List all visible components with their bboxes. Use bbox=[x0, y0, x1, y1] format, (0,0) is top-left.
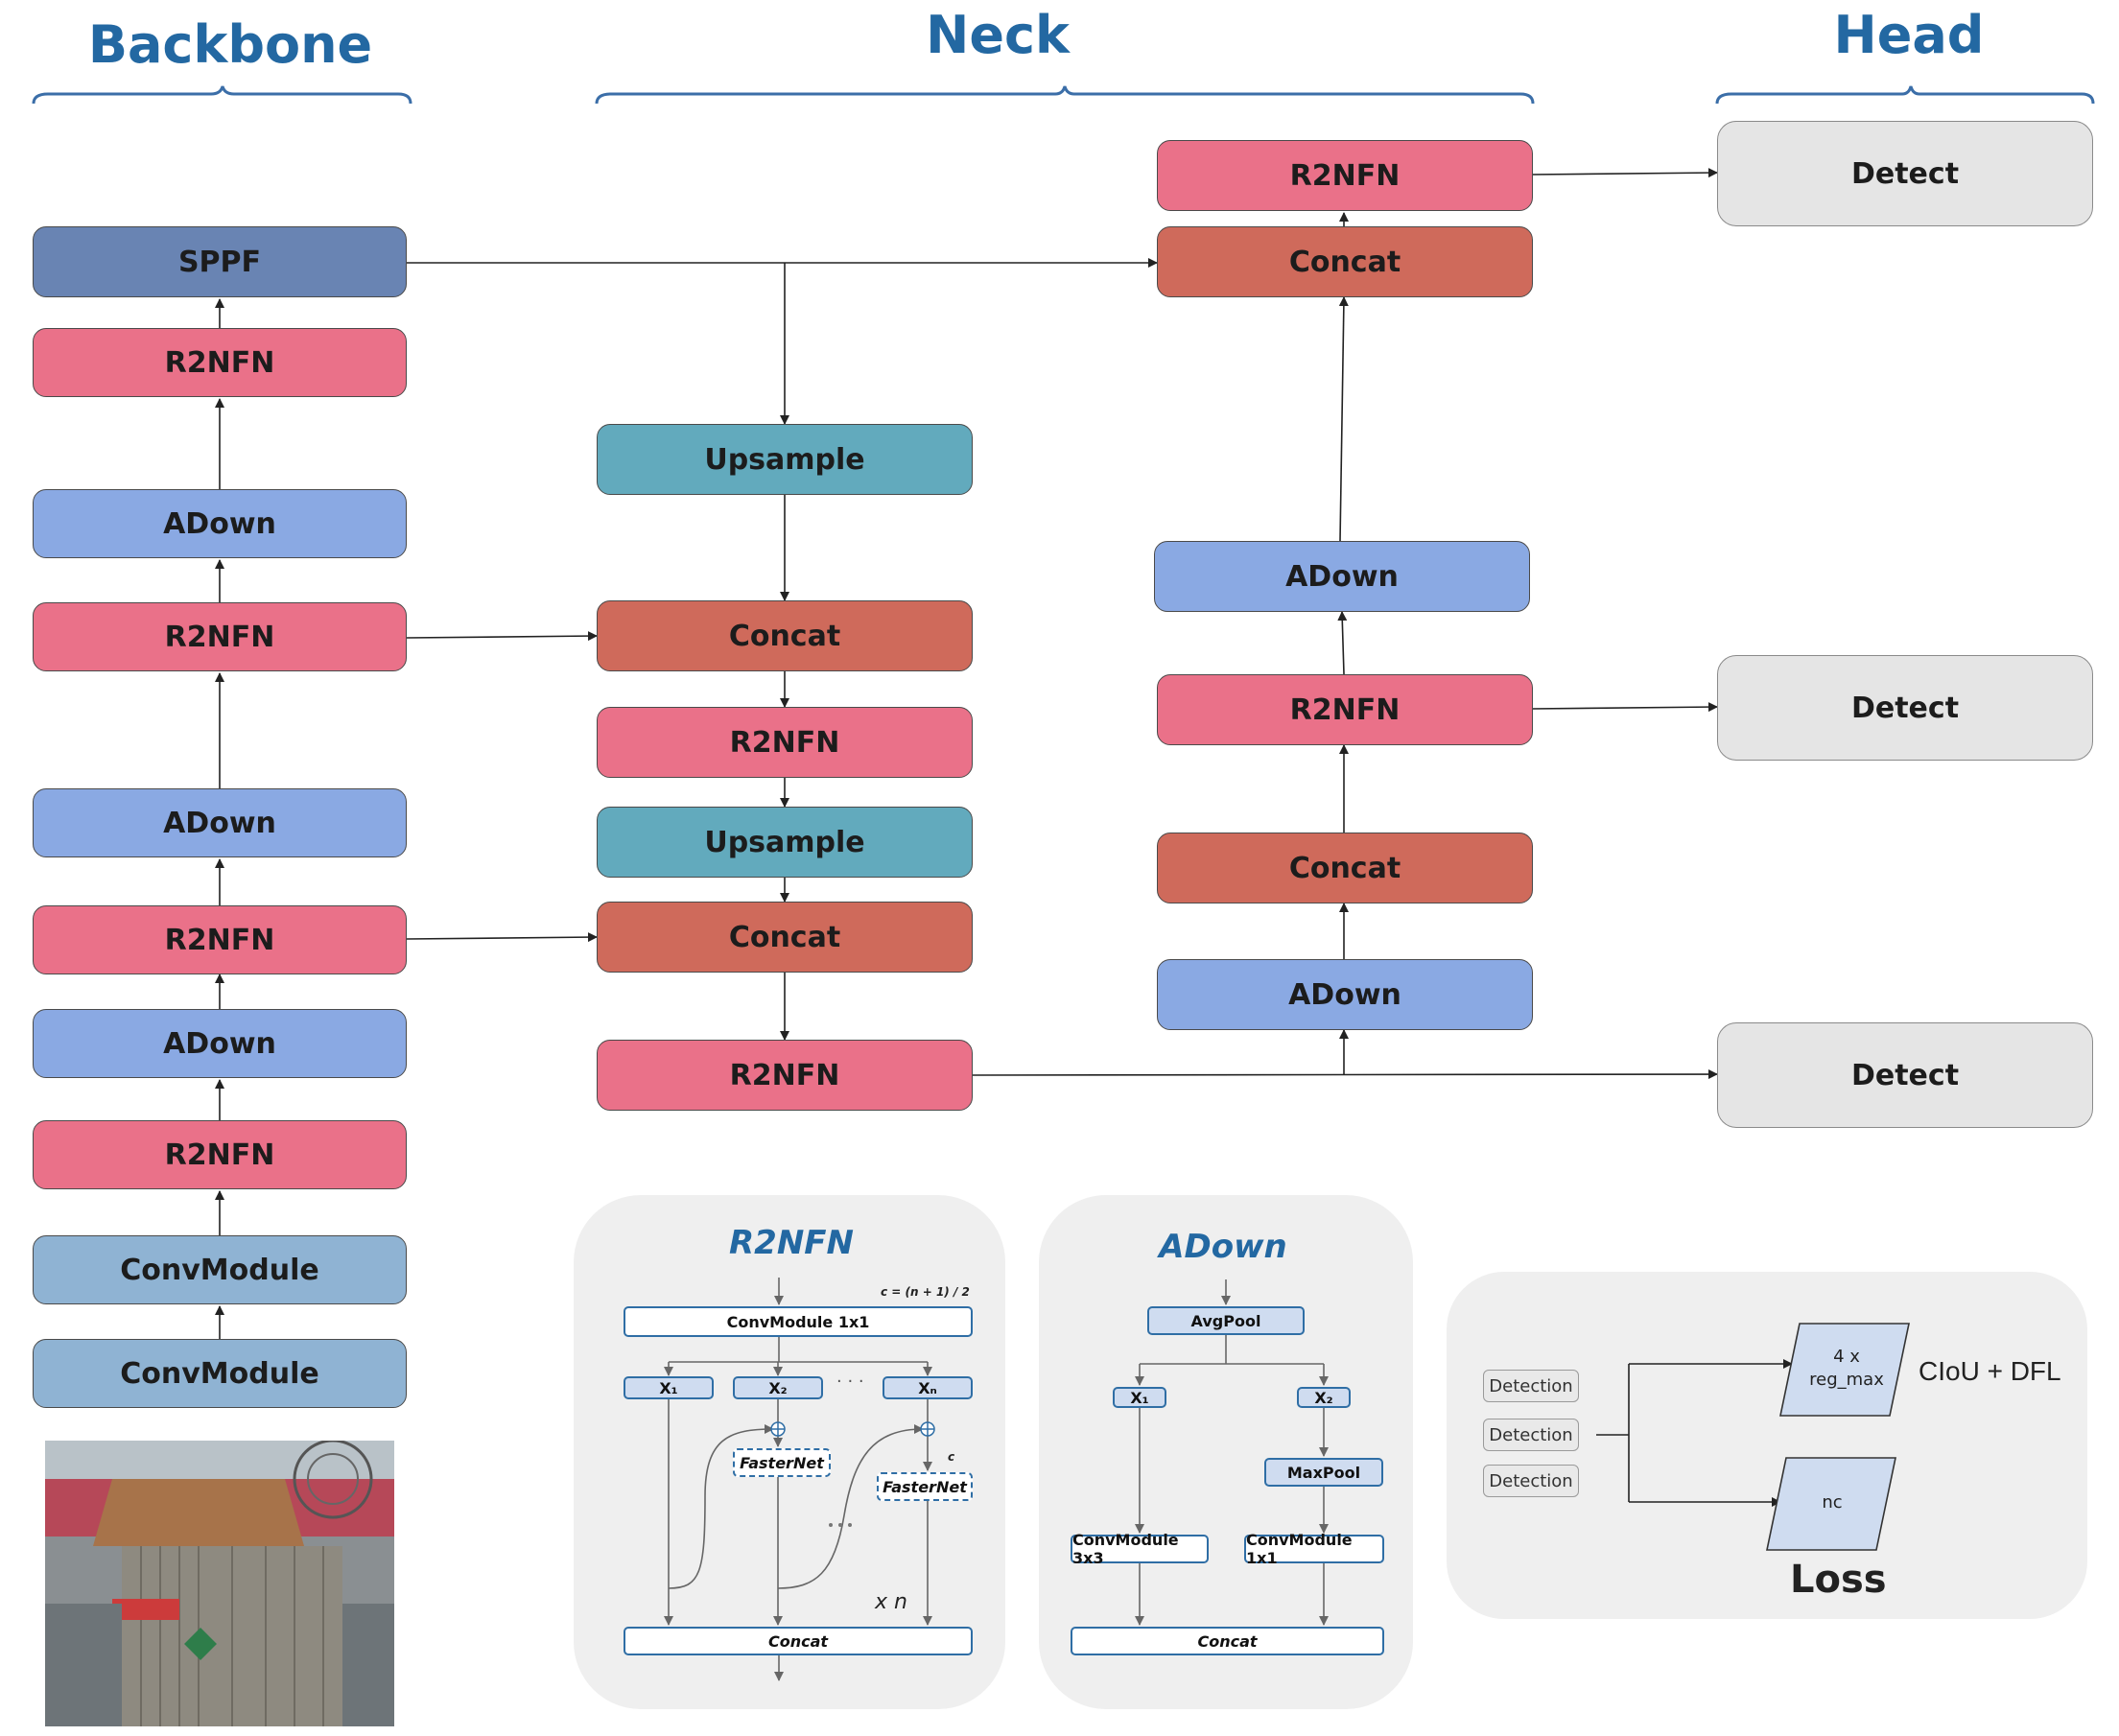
loss-detection-1: Detection bbox=[1483, 1370, 1579, 1402]
loss-detection-2: Detection bbox=[1483, 1419, 1579, 1451]
neck-r2nfn-2: R2NFN bbox=[597, 1040, 973, 1111]
backbone-r2nfn-1: R2NFN bbox=[33, 1120, 407, 1189]
loss-box-reg-line2: reg_max bbox=[1809, 1370, 1884, 1390]
neck-adown-top: ADown bbox=[1154, 541, 1530, 612]
r2nfn-panel-title: R2NFN bbox=[729, 1224, 854, 1262]
loss-box-reg-line1: 4 x bbox=[1833, 1347, 1860, 1367]
r2nfn-xn-label: x n bbox=[875, 1590, 907, 1614]
neck-r2nfn-mid: R2NFN bbox=[1157, 674, 1533, 745]
neck-concat-top: Concat bbox=[1157, 226, 1533, 297]
adown-convmodule-3x3: ConvModule 3x3 bbox=[1071, 1531, 1209, 1567]
section-braces bbox=[32, 85, 2095, 105]
input-image bbox=[45, 1441, 394, 1726]
backbone-title: Backbone bbox=[87, 14, 373, 75]
adown-convmodule-1x1: ConvModule 1x1 bbox=[1244, 1531, 1384, 1567]
neck-title: Neck bbox=[926, 5, 1070, 65]
adown-panel-title: ADown bbox=[1159, 1228, 1287, 1266]
adown-concat: Concat bbox=[1071, 1627, 1384, 1655]
r2nfn-xn: Xₙ bbox=[883, 1376, 973, 1399]
adown-x2: X₂ bbox=[1297, 1387, 1351, 1408]
head-detect-1: Detect bbox=[1717, 121, 2093, 226]
neck-r2nfn-top: R2NFN bbox=[1157, 140, 1533, 211]
loss-detection-3: Detection bbox=[1483, 1465, 1579, 1497]
r2nfn-formula: c = (n + 1) / 2 bbox=[881, 1285, 970, 1299]
head-detect-2: Detect bbox=[1717, 655, 2093, 761]
r2nfn-dots: · · · bbox=[836, 1372, 864, 1392]
adown-x1: X₁ bbox=[1113, 1387, 1166, 1408]
r2nfn-c-label: c bbox=[948, 1450, 955, 1464]
neck-r2nfn-1: R2NFN bbox=[597, 707, 973, 778]
backbone-adown-2: ADown bbox=[33, 788, 407, 857]
neck-upsample-1: Upsample bbox=[597, 424, 973, 495]
backbone-convmodule-2: ConvModule bbox=[33, 1235, 407, 1304]
loss-title: Loss bbox=[1790, 1558, 1887, 1602]
backbone-adown-3: ADown bbox=[33, 489, 407, 558]
backbone-r2nfn-4: R2NFN bbox=[33, 328, 407, 397]
loss-ciou-dfl-label: CIoU + DFL bbox=[1919, 1356, 2061, 1386]
r2nfn-fasternet-2: FasterNet bbox=[877, 1472, 973, 1501]
backbone-adown-1: ADown bbox=[33, 1009, 407, 1078]
neck-concat-2: Concat bbox=[597, 902, 973, 973]
neck-adown-bottom: ADown bbox=[1157, 959, 1533, 1030]
loss-nc-shape bbox=[1766, 1457, 1896, 1551]
r2nfn-convmodule-1x1: ConvModule 1x1 bbox=[624, 1306, 973, 1337]
backbone-r2nfn-2: R2NFN bbox=[33, 905, 407, 974]
r2nfn-x1: X₁ bbox=[624, 1376, 714, 1399]
r2nfn-x2: X₂ bbox=[733, 1376, 823, 1399]
head-detect-3: Detect bbox=[1717, 1022, 2093, 1128]
backbone-r2nfn-3: R2NFN bbox=[33, 602, 407, 671]
adown-avgpool: AvgPool bbox=[1147, 1306, 1305, 1335]
adown-maxpool: MaxPool bbox=[1264, 1458, 1383, 1487]
neck-concat-mid: Concat bbox=[1157, 833, 1533, 903]
loss-nc-label: nc bbox=[1822, 1492, 1843, 1513]
loss-box-reg-shape bbox=[1779, 1323, 1910, 1417]
r2nfn-fasternet-1: FasterNet bbox=[733, 1448, 831, 1477]
backbone-convmodule-1: ConvModule bbox=[33, 1339, 407, 1408]
backbone-sppf: SPPF bbox=[33, 226, 407, 297]
head-title: Head bbox=[1833, 5, 1985, 65]
r2nfn-concat: Concat bbox=[624, 1627, 973, 1655]
neck-concat-1: Concat bbox=[597, 600, 973, 671]
neck-upsample-2: Upsample bbox=[597, 807, 973, 878]
